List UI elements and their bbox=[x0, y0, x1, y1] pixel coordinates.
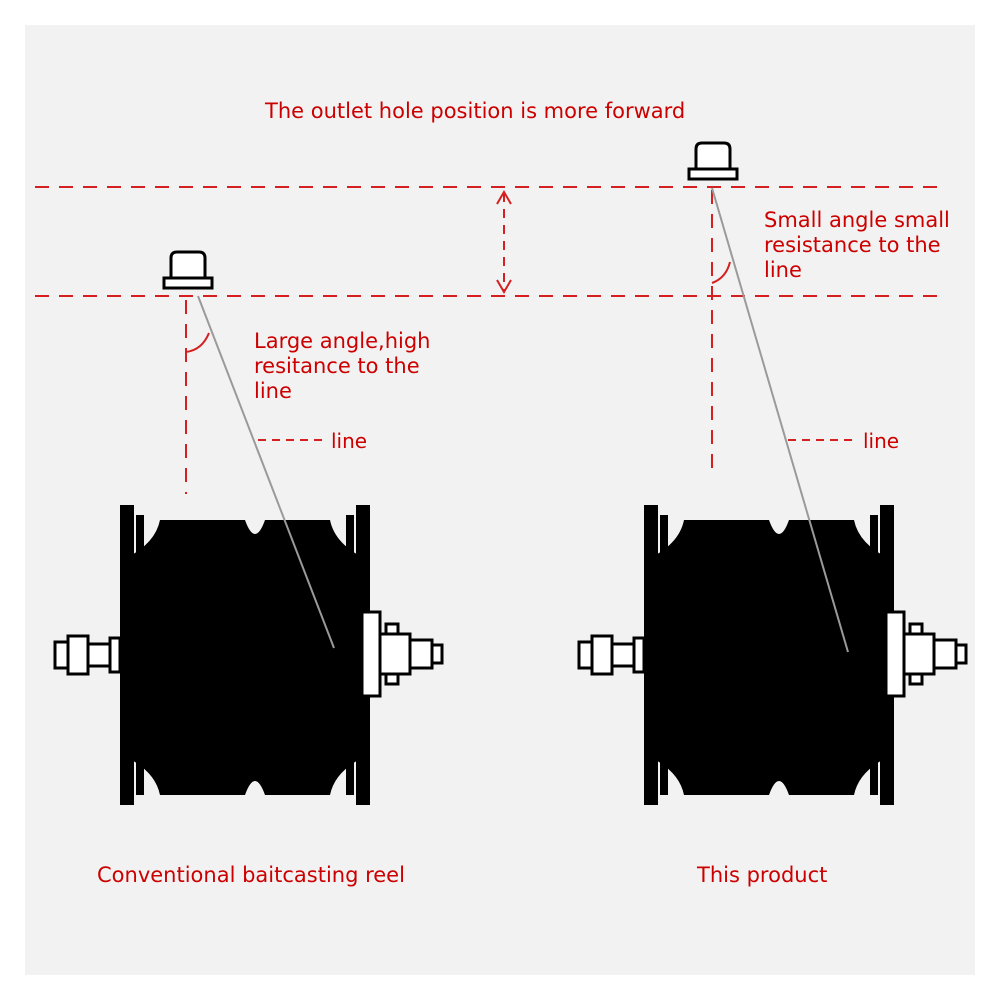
this-product-reel bbox=[577, 503, 968, 807]
angle-arc-right bbox=[711, 261, 731, 284]
right-angle-note: Small angle small resistance to the line bbox=[764, 208, 950, 282]
conventional-reel bbox=[53, 503, 444, 807]
diagram-panel bbox=[25, 25, 975, 975]
diagram-title: The outlet hole position is more forward bbox=[265, 99, 686, 123]
double-arrow-icon bbox=[496, 190, 512, 294]
fishing-line-left bbox=[197, 295, 335, 649]
line-guide-icon bbox=[162, 250, 214, 290]
line-guide-icon bbox=[687, 141, 739, 181]
right-line-label: line bbox=[863, 429, 900, 453]
fishing-line-right bbox=[711, 187, 849, 653]
left-line-label: line bbox=[331, 429, 368, 453]
right-reel-caption: This product bbox=[697, 863, 828, 887]
angle-arc-left bbox=[185, 332, 210, 353]
left-reel-caption: Conventional baitcasting reel bbox=[97, 863, 405, 887]
left-angle-note: Large angle,high resitance to the line bbox=[254, 329, 431, 403]
